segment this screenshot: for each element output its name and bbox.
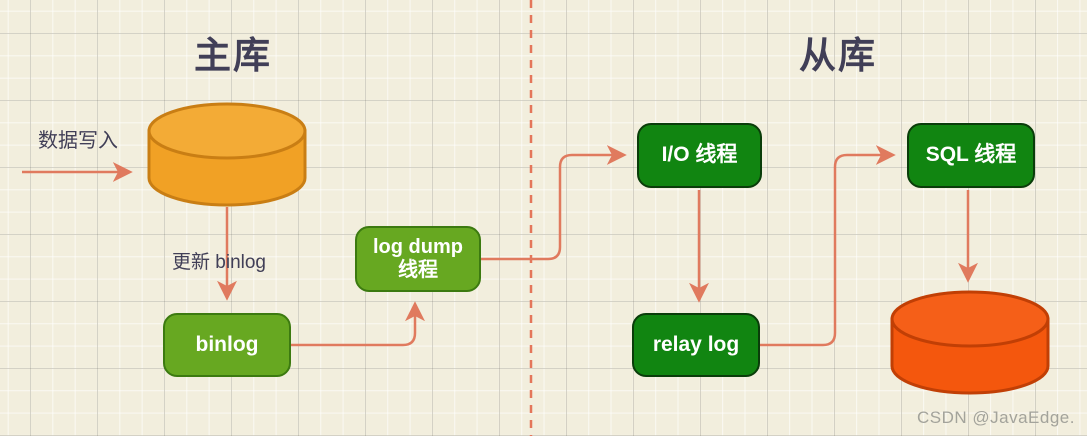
sql-thread-node-label: SQL 线程 bbox=[925, 143, 1017, 167]
arrow-binlog-to-logdump bbox=[291, 301, 425, 347]
sql-thread-node: SQL 线程 bbox=[907, 123, 1035, 188]
log-dump-thread-node-label: log dump 线程 bbox=[373, 236, 463, 282]
master-db-cylinder bbox=[147, 102, 307, 207]
master-section-title: 主库 bbox=[194, 35, 272, 76]
update-binlog-label: 更新 binlog bbox=[172, 252, 266, 273]
master-db-cylinder-top bbox=[147, 102, 307, 160]
io-thread-node-label: I/O 线程 bbox=[661, 143, 738, 167]
log-dump-thread-line1: log dump bbox=[373, 236, 463, 258]
arrow-relay-to-sql bbox=[760, 145, 896, 347]
arrow-logdump-to-io bbox=[481, 145, 627, 261]
data-write-label: 数据写入 bbox=[38, 130, 118, 152]
slave-db-cylinder-top bbox=[890, 290, 1050, 348]
relay-log-node-label: relay log bbox=[652, 332, 740, 356]
binlog-node: binlog bbox=[163, 313, 291, 377]
relay-log-node: relay log bbox=[632, 313, 760, 377]
slave-section-title: 从库 bbox=[799, 35, 877, 76]
log-dump-thread-line2: 线程 bbox=[397, 259, 438, 281]
io-thread-node: I/O 线程 bbox=[637, 123, 762, 188]
slave-db-cylinder bbox=[890, 290, 1050, 395]
log-dump-thread-node: log dump 线程 bbox=[355, 226, 481, 292]
csdn-watermark: CSDN @JavaEdge. bbox=[917, 408, 1075, 427]
binlog-node-label: binlog bbox=[195, 332, 259, 356]
